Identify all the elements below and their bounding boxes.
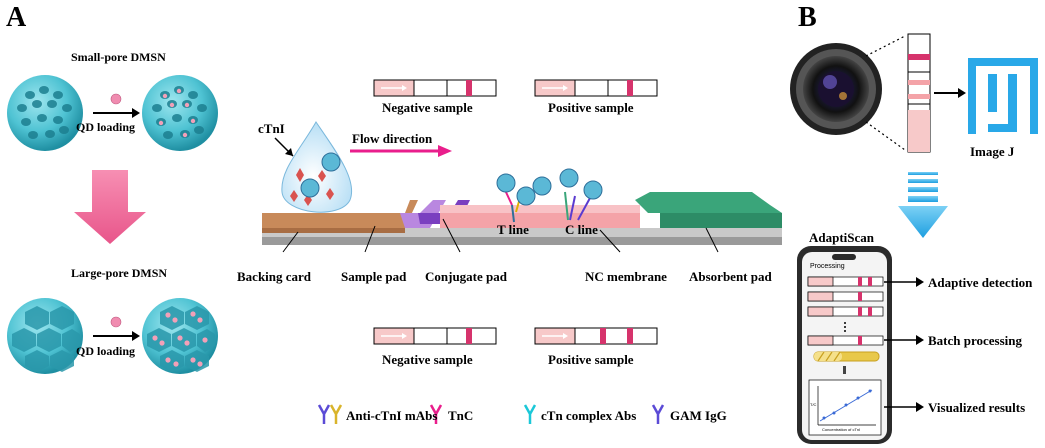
processing-label: Processing — [810, 263, 845, 270]
t-line-particles — [496, 173, 552, 223]
large-pore-label: Large-pore DMSN — [71, 266, 168, 280]
large-pore-loaded-sphere — [142, 298, 218, 374]
panel-a-label: A — [6, 2, 27, 33]
backing-card-label: Backing card — [237, 269, 312, 284]
negative-sample-label-top: Negative sample — [382, 100, 473, 115]
legend-anti-ctni: Anti-cTnI mAbs — [346, 408, 438, 423]
t-line-label: T line — [497, 222, 529, 237]
imagej-label: Image J — [970, 144, 1015, 159]
positive-sample-label-bottom: Positive sample — [548, 352, 634, 367]
strip-window-negative-top — [373, 79, 497, 97]
zoom-lines — [865, 35, 906, 151]
graph-ylabel: T/C — [810, 402, 817, 407]
legend-tnc: TnC — [448, 408, 474, 423]
small-pore-label: Small-pore DMSN — [71, 50, 166, 64]
qd-loading-label-top: QD loading — [76, 120, 136, 134]
legend-symbol-ctn-complex — [523, 404, 537, 424]
positive-sample-label-top: Positive sample — [548, 100, 634, 115]
qd-loading-arrow-top — [93, 108, 140, 118]
strip-window-positive-bottom — [534, 327, 658, 345]
legend-ctn-complex: cTn complex Abs — [541, 408, 637, 423]
label-leaders — [282, 218, 719, 253]
flow-direction-arrow — [350, 145, 452, 157]
legend-gam-igg: GAM IgG — [670, 408, 727, 423]
strip-window-positive-top — [534, 79, 658, 97]
imagej-logo-icon — [968, 58, 1038, 134]
c-line-label: C line — [565, 222, 598, 237]
nc-membrane-label: NC membrane — [585, 269, 667, 284]
conjugate-pad-label: Conjugate pad — [425, 269, 507, 284]
adaptive-detection-label: Adaptive detection — [928, 275, 1033, 290]
flow-direction-label: Flow direction — [352, 131, 433, 146]
small-pore-dmsn-sphere — [7, 75, 83, 151]
adaptiscan-label: AdaptiScan — [809, 230, 875, 245]
graph-xlabel: Concentration of cTnI — [822, 427, 861, 432]
legend-symbol-anti-ctni — [317, 404, 343, 424]
visualized-results-label: Visualized results — [928, 400, 1026, 415]
legend-symbol-tnc — [429, 404, 443, 424]
absorbent-pad-label: Absorbent pad — [689, 269, 772, 284]
c-line-particles — [559, 168, 603, 221]
legend-symbol-gam-igg — [651, 404, 665, 424]
phone-output-arrowheads — [916, 277, 924, 412]
small-pore-loaded-sphere — [142, 75, 218, 151]
negative-sample-label-bottom: Negative sample — [382, 352, 473, 367]
strip-window-negative-bottom — [373, 327, 497, 345]
vertical-strip-image — [907, 33, 931, 153]
camera-lens-icon — [790, 43, 882, 135]
phone-output-arrows — [884, 281, 918, 408]
smartphone — [797, 246, 892, 444]
lateral-flow-strip — [262, 192, 782, 245]
sample-pad-label: Sample pad — [341, 269, 407, 284]
strip-to-imagej-arrow — [934, 88, 966, 98]
pink-down-arrow — [74, 170, 146, 244]
qd-dot-top — [110, 93, 122, 105]
qd-loading-label-bottom: QD loading — [76, 344, 136, 358]
qd-loading-arrow-bottom — [93, 331, 140, 341]
blue-down-arrow — [898, 172, 948, 238]
large-pore-dmsn-sphere — [7, 298, 83, 374]
qd-dot-bottom — [110, 316, 122, 328]
ctni-label: cTnI — [258, 121, 285, 136]
panel-b-label: B — [798, 2, 817, 33]
sample-droplet — [274, 121, 353, 213]
batch-processing-label: Batch processing — [928, 333, 1023, 348]
